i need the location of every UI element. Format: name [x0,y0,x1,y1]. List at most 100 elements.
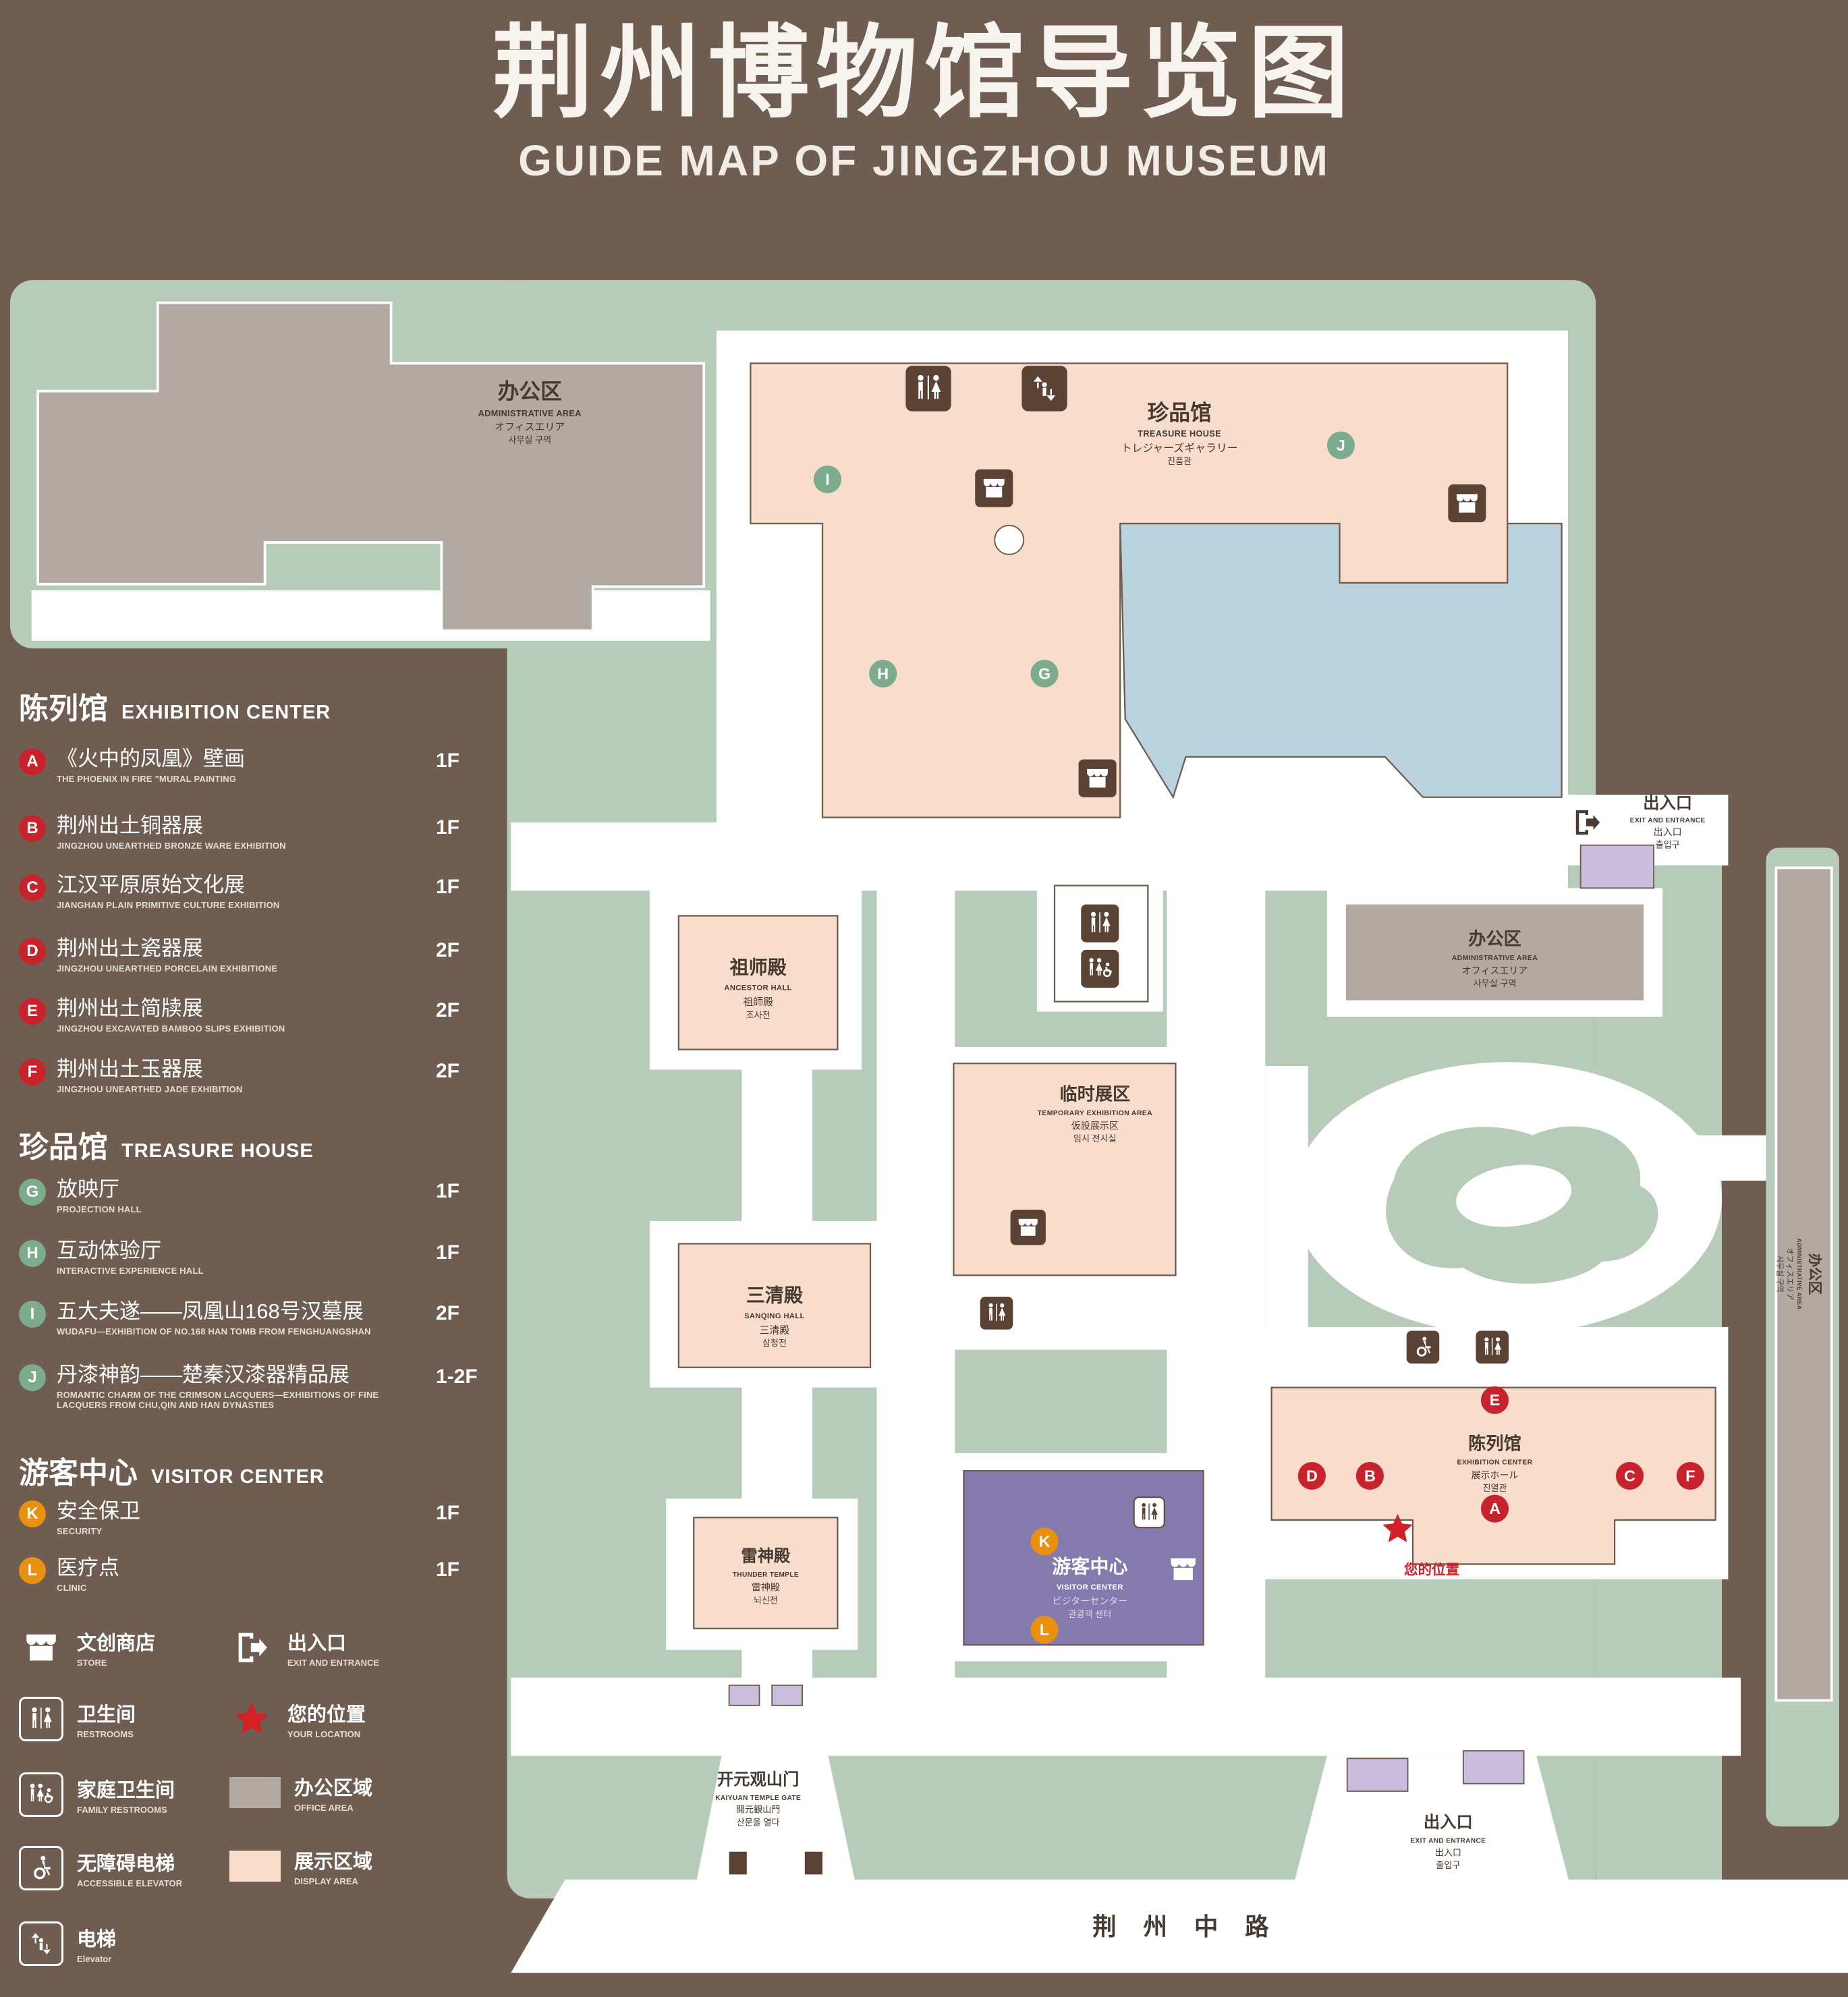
restroom-icon [980,1297,1013,1330]
svg-text:EXIT AND ENTRANCE: EXIT AND ENTRANCE [1630,817,1706,824]
map-marker-j: J [1326,431,1355,459]
label-sanqing-hall: 三清殿 SANQING HALL 三清殿 삼청전 [744,1285,804,1348]
svg-text:H: H [877,665,889,682]
svg-text:사무실 구역: 사무실 구역 [508,434,551,445]
svg-text:办公区: 办公区 [498,379,562,403]
restroom-icon [1133,1496,1165,1529]
svg-text:仮設展示区: 仮設展示区 [1071,1120,1119,1131]
map-marker-h: H [869,659,897,688]
label-treasure-house: 珍品馆 TREASURE HOUSE トレジャーズギャラリー 진품관 [1121,401,1238,466]
section-title-en: EXHIBITION CENTER [121,702,331,723]
svg-text:I: I [825,470,830,488]
pond [1119,522,1563,799]
garden [1386,1126,1658,1284]
svg-text:사무실 구역: 사무실 구역 [1775,1256,1784,1293]
restroom-icon [1081,904,1119,943]
map-markers: A B C D E F G H I J K L [813,431,1704,1644]
svg-text:관광객 센터: 관광객 센터 [1068,1609,1111,1619]
marker-b: B [19,815,46,842]
location-star-icon [229,1697,274,1741]
item-cn: 荆州出土瓷器展 [57,936,203,960]
svg-text:雷神殿: 雷神殿 [741,1548,791,1566]
item-cn: 放映厅 [57,1177,119,1201]
svg-text:办公区: 办公区 [1807,1254,1823,1295]
marker-c: C [19,874,46,901]
item-floor: 1F [436,1558,460,1581]
item-floor: 1-2F [436,1366,478,1388]
admin-building-strip [1774,866,1833,1702]
page-title: 荆州博物馆导览图 [492,16,1356,130]
display-area-swatch [229,1851,281,1882]
map-marker-e: E [1480,1386,1509,1414]
svg-text:ADMINISTRATIVE AREA: ADMINISTRATIVE AREA [1452,955,1538,962]
item-cn: 安全保卫 [57,1499,140,1523]
svg-text:뇌신전: 뇌신전 [754,1595,778,1605]
item-floor: 1F [436,1180,460,1202]
svg-text:出入口: 出入口 [1643,795,1692,813]
item-cn: 荆州出土铜器展 [57,814,203,837]
store-icon [1078,759,1117,797]
svg-text:E: E [1490,1391,1501,1409]
item-floor: 2F [436,939,460,961]
marker-d: D [19,938,46,965]
exhibition-center-building [1270,1386,1716,1565]
svg-text:THUNDER TEMPLE: THUNDER TEMPLE [733,1571,799,1579]
label-exit-bottom: 出入口 EXIT AND ENTRANCE 出入口 출입구 [1410,1813,1485,1870]
section-treasure-house: 珍品馆 TREASURE HOUSE [19,1123,314,1166]
item-floor: 1F [436,876,460,898]
svg-text:办公区: 办公区 [1468,928,1521,949]
label-kaiyuan-gate: 开元观山门 KAIYUAN TEMPLE GATE 開元観山門 산문을 열다 [715,1770,801,1828]
svg-text:雷神殿: 雷神殿 [752,1582,780,1593]
buildings [36,301,1833,1875]
svg-text:L: L [1040,1621,1049,1638]
map-marker-d: D [1297,1461,1326,1490]
map-marker-i: I [813,465,842,494]
elevator-icon [1021,366,1067,412]
svg-text:D: D [1306,1467,1318,1484]
svg-text:出入口: 出入口 [1654,826,1682,837]
admin-building-topleft [36,301,706,632]
svg-text:トレジャーズギャラリー: トレジャーズギャラリー [1121,442,1238,454]
section-title-cn: 陈列馆 [19,692,108,725]
svg-text:陈列馆: 陈列馆 [1468,1433,1521,1453]
marker-h: H [19,1240,46,1267]
svg-text:G: G [1038,665,1051,682]
item-cn: 五大夫遂——凤凰山168号汉墓展 [57,1299,364,1323]
item-en: JINGZHOU UNEARTHED JADE EXHIBITION [57,1084,243,1094]
svg-text:临时展区: 临时展区 [1060,1084,1131,1104]
svg-text:ADMINISTRATIVE AREA: ADMINISTRATIVE AREA [478,408,582,418]
svg-text:祖师殿: 祖师殿 [730,957,787,978]
store-icon [975,469,1013,507]
svg-text:オフィスエリア: オフィスエリア [495,422,565,433]
exit-icon [229,1625,274,1670]
item-en: PROJECTION HALL [57,1204,142,1214]
store-icon [1448,484,1486,523]
section-title-en: TREASURE HOUSE [121,1140,314,1162]
svg-text:TEMPORARY EXHIBITION AREA: TEMPORARY EXHIBITION AREA [1038,1110,1152,1117]
svg-text:KAIYUAN TEMPLE GATE: KAIYUAN TEMPLE GATE [715,1795,801,1802]
marker-j: J [19,1364,46,1391]
svg-text:オフィスエリア: オフィスエリア [1785,1247,1794,1300]
restroom-icon [905,366,951,412]
label-temporary-exhibition: 临时展区 TEMPORARY EXHIBITION AREA 仮設展示区 임시 … [1038,1084,1152,1144]
svg-text:三清殿: 三清殿 [760,1324,790,1336]
admin-building-right [1343,901,1646,1003]
svg-text:开元观山门: 开元观山门 [717,1770,799,1789]
label-ancestor-hall: 祖师殿 ANCESTOR HALL 祖師殿 조사전 [724,957,791,1019]
svg-text:K: K [1039,1533,1051,1550]
svg-text:진열관: 진열관 [1482,1483,1507,1493]
map-labels: 办公区 ADMINISTRATIVE AREA オフィスエリア 사무실 구역 珍… [478,379,1823,1940]
store-icon [1010,1210,1046,1245]
item-cn: 荆州出土玉器展 [57,1057,203,1081]
item-floor: 2F [436,999,460,1021]
svg-text:A: A [1489,1500,1501,1517]
svg-text:ADMINISTRATIVE AREA: ADMINISTRATIVE AREA [1796,1238,1803,1310]
